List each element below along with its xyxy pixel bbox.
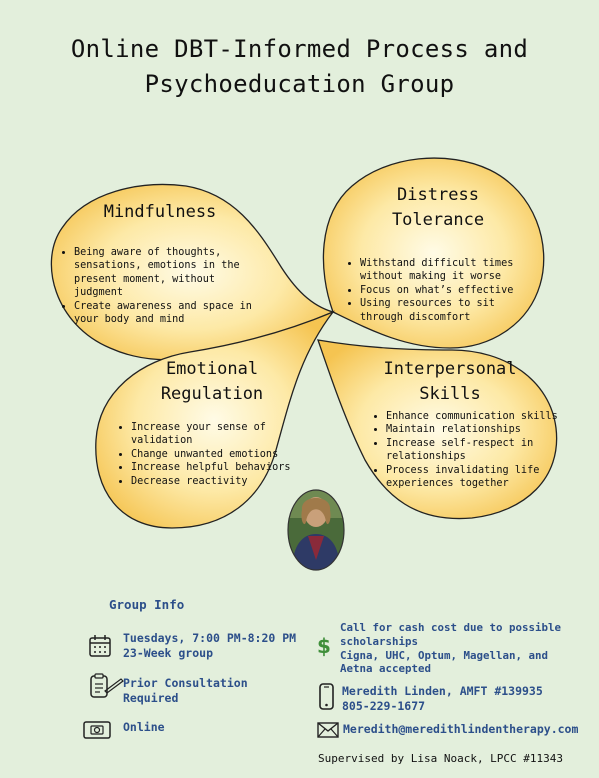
- group-info-heading: Group Info: [109, 597, 185, 612]
- distress-tolerance-petal: [322, 157, 545, 349]
- interpersonal-skills-list: Enhance communication skills Maintain re…: [368, 410, 558, 490]
- format-text: Online: [123, 720, 165, 734]
- list-item: Using resources to sit through discomfor…: [360, 297, 532, 324]
- title-line: Interpersonal: [383, 359, 517, 379]
- list-item: Change unwanted emotions: [131, 448, 293, 461]
- title-line-1: Online DBT-Informed Process and: [70, 35, 529, 63]
- supervised-by-text: Supervised by Lisa Noack, LPCC #11343: [318, 752, 564, 765]
- list-item: Increase helpful behaviors: [131, 461, 293, 474]
- emotional-regulation-petal: [95, 310, 336, 529]
- contact-phone[interactable]: 805-229-1677: [342, 699, 426, 713]
- phone-icon: [319, 683, 334, 710]
- schedule-days: Tuesdays, 7:00 PM-8:20 PM: [123, 631, 297, 645]
- list-item: Withstand difficult times without making…: [360, 257, 532, 284]
- therapist-photo: [288, 490, 344, 570]
- interpersonal-skills-title: Interpersonal Skills: [370, 357, 530, 407]
- title-line: Regulation: [160, 384, 264, 404]
- interpersonal-skills-petal: [317, 339, 558, 520]
- consultation-text: Prior Consultation Required: [123, 676, 248, 706]
- list-item: Process invalidating life experiences to…: [386, 464, 558, 491]
- distress-tolerance-list: Withstand difficult times without making…: [342, 257, 532, 324]
- list-item: Enhance communication skills: [386, 410, 558, 423]
- email-link[interactable]: Meredith@meredithlindentherapy.com: [343, 722, 579, 736]
- mindfulness-title: Mindfulness: [103, 202, 217, 222]
- schedule-text: Tuesdays, 7:00 PM-8:20 PM 23-Week group: [123, 631, 296, 661]
- contact-name: Meredith Linden, AMFT #139935: [342, 684, 543, 698]
- clipboard-pen-icon: [90, 673, 124, 698]
- list-item: Increase self-respect in relationships: [386, 437, 558, 464]
- insurance-line: Aetna accepted: [340, 662, 432, 676]
- title-line: Skills: [419, 384, 481, 404]
- insurance-line: Cigna, UHC, Optum, Magellan, and: [340, 648, 549, 662]
- title-line: Distress: [397, 185, 479, 205]
- envelope-icon: [317, 722, 339, 738]
- page-title: Online DBT-Informed Process and Psychoed…: [0, 32, 599, 102]
- cost-line: scholarships: [340, 634, 419, 648]
- consultation-line: Prior Consultation: [123, 676, 248, 690]
- list-item: Create awareness and space in your body …: [74, 300, 261, 327]
- list-item: Being aware of thoughts, sensations, emo…: [74, 246, 261, 300]
- cost-line: Call for cash cost due to possible: [340, 621, 562, 634]
- title-line: Emotional: [165, 359, 259, 379]
- consultation-line: Required: [123, 691, 179, 705]
- emotional-regulation-list: Increase your sense of validation Change…: [113, 421, 293, 488]
- title-line: Tolerance: [391, 210, 485, 230]
- schedule-duration: 23-Week group: [123, 646, 214, 660]
- distress-tolerance-title: Distress Tolerance: [358, 183, 518, 233]
- contact-text: Meredith Linden, AMFT #139935 805-229-16…: [342, 684, 543, 714]
- cost-text: Call for cash cost due to possible schol…: [340, 621, 561, 676]
- dollar-sign-icon: $: [317, 634, 331, 658]
- list-item: Focus on what’s effective: [360, 284, 532, 297]
- list-item: Maintain relationships: [386, 423, 558, 436]
- title-line-2: Psychoeducation Group: [144, 70, 455, 98]
- calendar-icon: [89, 635, 111, 657]
- list-item: Increase your sense of validation: [131, 421, 293, 448]
- list-item: Decrease reactivity: [131, 475, 293, 488]
- mindfulness-list: Being aware of thoughts, sensations, emo…: [56, 246, 261, 326]
- video-camera-icon: [83, 721, 111, 739]
- emotional-regulation-title: Emotional Regulation: [132, 357, 292, 407]
